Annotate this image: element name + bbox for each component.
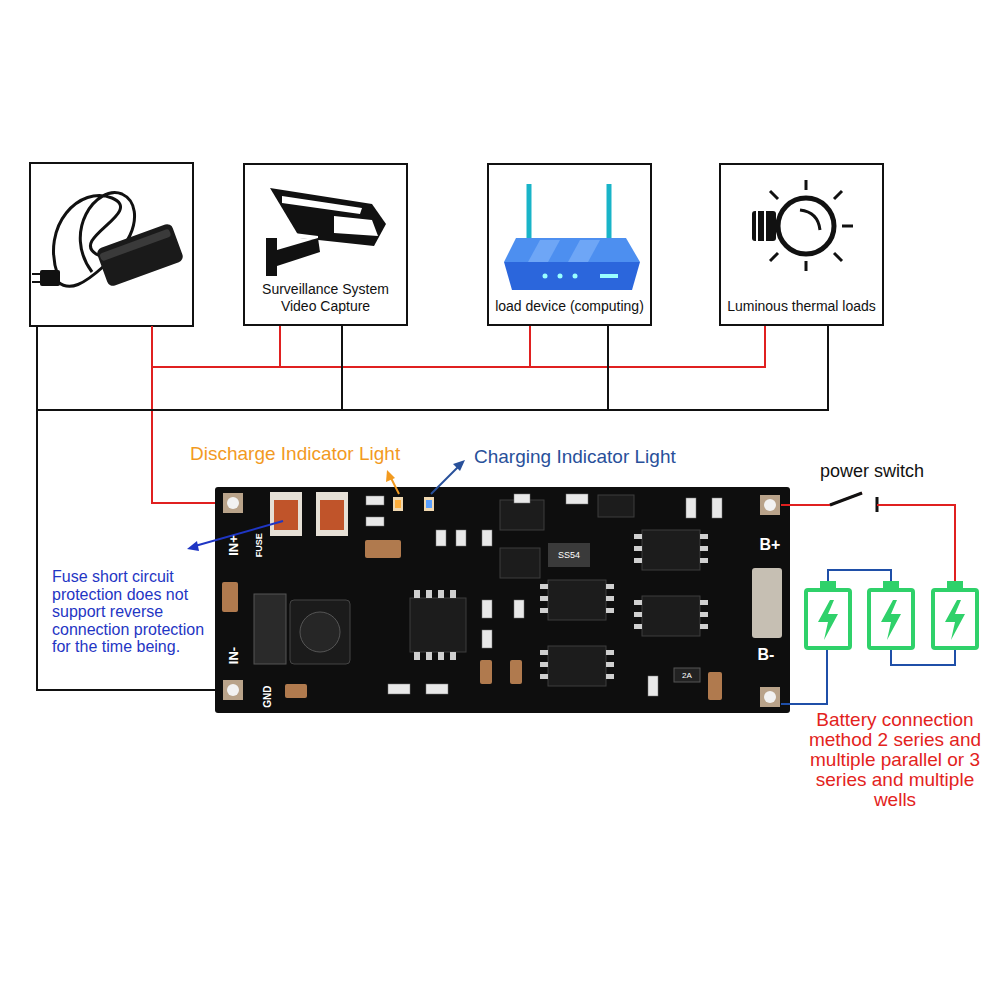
note-text: Battery connection method 2 series and m… [796,710,994,810]
switch-label: power switch [820,461,924,482]
load-box: Surveillance System Video Capture [243,163,408,326]
note-text: Fuse short circuit protection does not s… [52,568,208,656]
adapter-box [30,163,193,326]
silkscreen-label: FUSE [254,533,264,557]
battery-wires [781,493,955,704]
pcb-board [215,487,790,713]
load-box: Luminous thermal loads [719,163,884,326]
pin-label: GND [262,686,274,708]
battery-icons [806,583,977,648]
callout-label: Discharge Indicator Light [190,443,400,465]
part-marking: 2A [682,671,692,680]
pin-label: IN+ [226,535,241,556]
box-label: Luminous thermal loads [727,298,876,315]
wire [530,326,765,367]
wire [280,326,530,367]
pin-label: IN- [227,646,242,663]
power-adapter-icon [32,193,184,288]
wire [608,326,828,410]
load-box: load device (computing) [487,163,652,326]
pin-label: B- [758,646,775,664]
callout-label: Charging Indicator Light [474,446,676,468]
router-icon [504,184,640,290]
bulb-icon [752,180,853,271]
box-label: load device (computing) [495,298,644,315]
pin-label: B+ [760,536,781,554]
part-marking: SS54 [558,550,580,560]
camera-icon [266,188,386,276]
box-label: Surveillance System Video Capture [248,281,403,315]
